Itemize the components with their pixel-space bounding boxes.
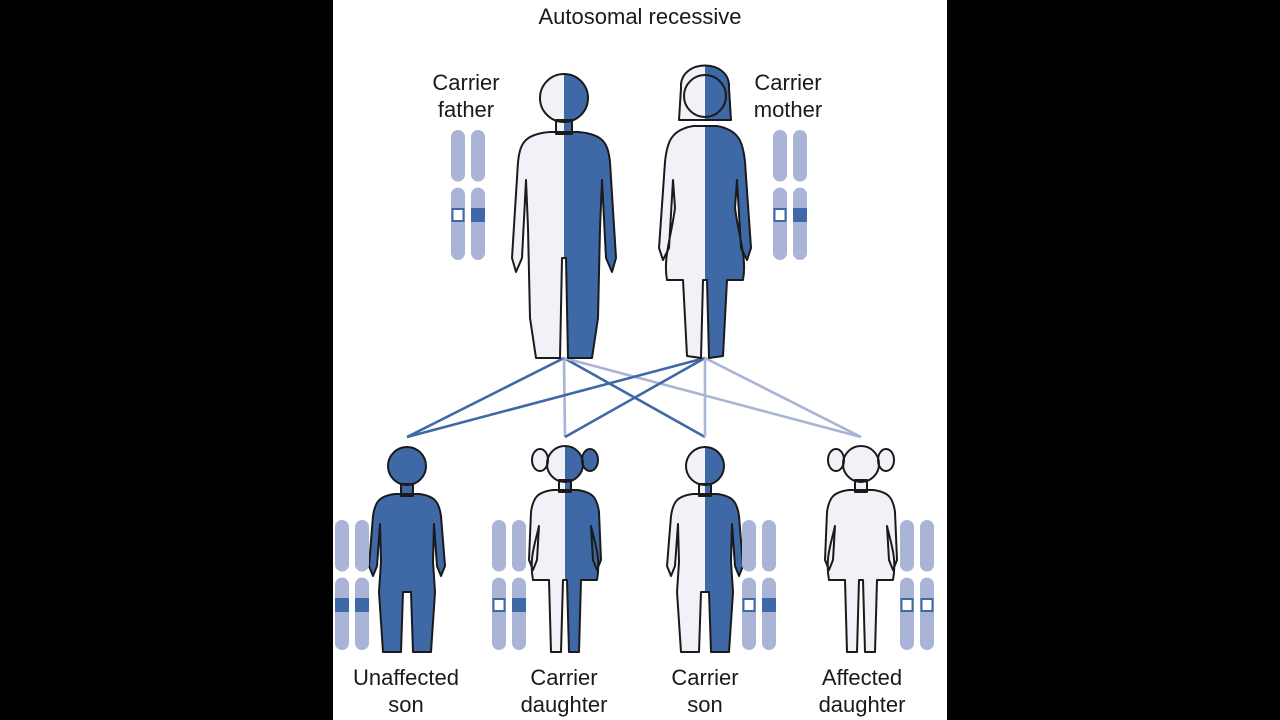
chromosome-arm-upper xyxy=(742,520,756,572)
inheritance-line xyxy=(406,356,565,439)
inheritance-line xyxy=(406,356,706,439)
chromosome-arm-lower xyxy=(742,577,756,650)
dominant-allele-band xyxy=(471,208,485,222)
carrier-son-chromosomes xyxy=(742,520,776,650)
figures-layer xyxy=(368,64,898,653)
chromosome-arm-lower xyxy=(900,577,914,650)
mother-chromosomes xyxy=(773,130,807,260)
inheritance-lines xyxy=(406,356,862,439)
carrier-daughter-figure xyxy=(528,445,602,653)
child-label-carrier-daughter: Carrier daughter xyxy=(499,664,629,718)
chromosome-arm-upper xyxy=(900,520,914,572)
chromosome-arm-upper xyxy=(773,130,787,182)
father-chromosomes xyxy=(451,130,485,260)
child-label-line2: son xyxy=(388,692,424,717)
inheritance-line xyxy=(562,357,567,438)
chromosome-arm-upper xyxy=(492,520,506,572)
chromosome-arm-lower xyxy=(335,577,349,650)
carrier-daughter-chromosomes xyxy=(492,520,526,650)
chromosome-arm-upper xyxy=(762,520,776,572)
chromosome-arm-upper xyxy=(451,130,465,182)
unaffected-son-chromosomes xyxy=(335,520,369,650)
child-label-line1: Carrier xyxy=(530,665,598,690)
mother-label-line1: Carrier xyxy=(754,70,822,95)
child-label-line1: Affected xyxy=(821,665,903,690)
unaffected-son-figure xyxy=(368,446,446,653)
father-figure xyxy=(511,73,617,359)
chromosome-arm-upper xyxy=(920,520,934,572)
chromosome-arm-lower xyxy=(512,577,526,650)
dominant-allele-band xyxy=(762,598,776,612)
affected-daughter-figure xyxy=(824,445,898,653)
chromosome-arm-lower xyxy=(762,577,776,650)
chromosome-arm-lower xyxy=(492,577,506,650)
chromosome-arm-upper xyxy=(793,130,807,182)
diagram-panel: Autosomal recessive Carrier father Carri… xyxy=(333,0,947,720)
inheritance-line xyxy=(563,356,862,439)
child-label-carrier-son: Carrier son xyxy=(640,664,770,718)
father-label-line2: father xyxy=(437,97,495,122)
chromosome-arm-lower xyxy=(451,187,465,260)
carrier-son-figure xyxy=(666,446,744,653)
father-label: Carrier father xyxy=(411,69,521,123)
recessive-allele-band xyxy=(742,598,756,612)
child-label-line1: Unaffected xyxy=(352,665,459,690)
father-label-line1: Carrier xyxy=(432,70,500,95)
recessive-allele-band xyxy=(920,598,934,612)
child-label-line1: Carrier xyxy=(671,665,739,690)
chromosome-arm-lower xyxy=(471,187,485,260)
chromosome-arm-lower xyxy=(355,577,369,650)
recessive-allele-band xyxy=(451,208,465,222)
recessive-allele-band xyxy=(773,208,787,222)
chromosome-arm-upper xyxy=(355,520,369,572)
recessive-allele-band xyxy=(492,598,506,612)
dominant-allele-band xyxy=(355,598,369,612)
chromosome-arm-upper xyxy=(471,130,485,182)
inheritance-line xyxy=(704,356,862,439)
diagram-title: Autosomal recessive xyxy=(538,4,742,29)
affected-daughter-chromosomes xyxy=(900,520,934,650)
child-label-line2: daughter xyxy=(818,692,906,717)
pedigree-diagram xyxy=(335,64,934,653)
child-label-line2: son xyxy=(687,692,723,717)
child-label-unaffected-son: Unaffected son xyxy=(341,664,471,718)
recessive-allele-band xyxy=(900,598,914,612)
inheritance-line xyxy=(564,356,706,439)
chromosomes-layer xyxy=(335,130,934,650)
chromosome-arm-lower xyxy=(773,187,787,260)
chromosome-arm-lower xyxy=(793,187,807,260)
chromosome-arm-upper xyxy=(512,520,526,572)
dominant-allele-band xyxy=(335,598,349,612)
dominant-allele-band xyxy=(512,598,526,612)
child-label-line2: daughter xyxy=(520,692,608,717)
mother-label-line2: mother xyxy=(753,97,823,122)
chromosome-arm-upper xyxy=(335,520,349,572)
dominant-allele-band xyxy=(793,208,807,222)
mother-label: Carrier mother xyxy=(733,69,843,123)
child-label-affected-daughter: Affected daughter xyxy=(797,664,927,718)
chromosome-arm-lower xyxy=(920,577,934,650)
